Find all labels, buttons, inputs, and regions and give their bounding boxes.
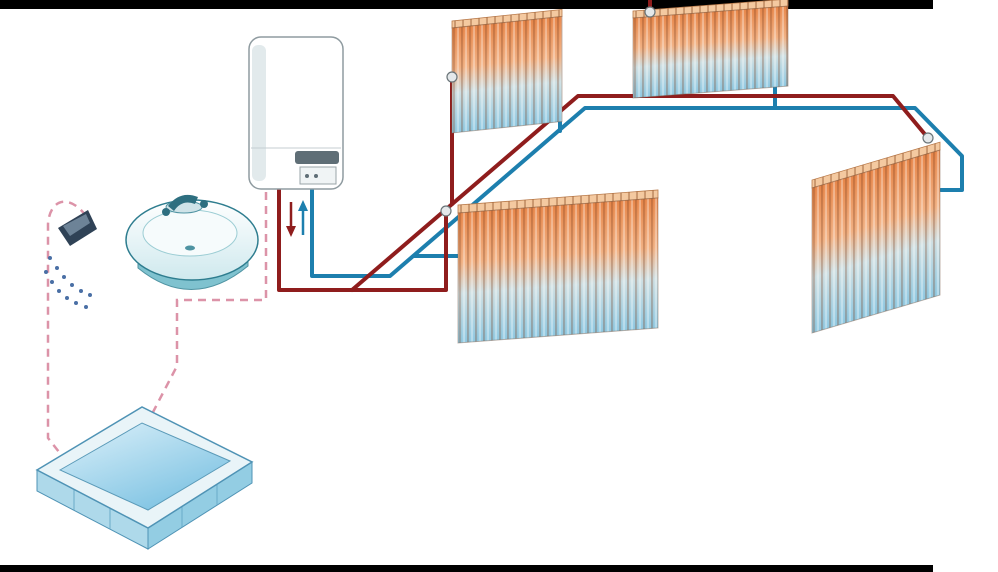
bathtub xyxy=(35,406,254,550)
top-frame-bar xyxy=(0,0,933,9)
radiator-outline xyxy=(457,197,659,344)
radiator-cap-fins xyxy=(812,142,940,188)
faucet-spout-icon xyxy=(168,194,198,211)
bathtub-tile-lines xyxy=(73,484,218,529)
boiler-knob-icon xyxy=(305,174,309,178)
radiator-fins xyxy=(458,197,658,343)
spray-drop xyxy=(65,296,69,300)
bathtub-basin xyxy=(58,422,232,511)
return-flow-arrow-head-icon xyxy=(298,200,308,211)
bottom-frame-bar xyxy=(0,565,933,572)
supply-main-to-middle-radiator xyxy=(277,184,448,292)
radiator-top-center xyxy=(451,8,563,134)
boiler-control-panel xyxy=(299,166,337,185)
radiator-fins xyxy=(452,16,562,133)
radiator-valves xyxy=(440,6,934,217)
boiler xyxy=(248,36,344,190)
spray-drop xyxy=(88,293,92,297)
dhw-line-to-shower xyxy=(46,200,88,467)
boiler-grille xyxy=(295,151,339,164)
boiler-side-shade xyxy=(252,45,266,181)
spray-drop xyxy=(79,289,83,293)
sink-drain-icon xyxy=(185,245,195,251)
faucet-handle-icon xyxy=(162,208,170,216)
valve-top-right-radiator xyxy=(644,6,656,18)
radiator-middle xyxy=(457,189,659,344)
spray-drop xyxy=(74,301,78,305)
radiator-top-right xyxy=(632,0,789,99)
spray-drop xyxy=(62,275,66,279)
spray-drop xyxy=(50,280,54,284)
dhw-dashed-pipes xyxy=(46,192,268,467)
shower-spray xyxy=(44,256,92,309)
radiator-fins xyxy=(812,150,940,333)
spray-drop xyxy=(44,270,48,274)
dhw-line-to-bathtub xyxy=(150,192,268,415)
spray-drop xyxy=(84,305,88,309)
hot-flow-arrow-head-icon xyxy=(286,226,296,237)
radiator-cap-fins xyxy=(458,189,658,213)
faucet-handle-icon xyxy=(200,200,208,208)
supply-perimeter-loop xyxy=(350,94,930,292)
shower-head-highlight xyxy=(63,214,90,236)
radiator-outline xyxy=(811,149,941,334)
spray-drop xyxy=(48,256,52,260)
spray-drop xyxy=(70,283,74,287)
radiator-cap-fins xyxy=(633,0,788,18)
valve-top-center-radiator xyxy=(446,71,458,83)
spray-drop xyxy=(55,266,59,270)
boiler-knob-icon xyxy=(314,174,318,178)
radiator-outline xyxy=(632,5,789,99)
flow-arrows xyxy=(286,200,308,237)
washbasin xyxy=(125,194,259,290)
radiator-fins xyxy=(633,6,788,98)
shower xyxy=(44,210,97,309)
radiator-right xyxy=(811,141,941,334)
valve-right-radiator xyxy=(922,132,934,144)
spray-drop xyxy=(57,289,61,293)
return-main-loop xyxy=(310,106,964,278)
radiator-cap-fins xyxy=(452,9,562,28)
valve-middle-radiator xyxy=(440,205,452,217)
